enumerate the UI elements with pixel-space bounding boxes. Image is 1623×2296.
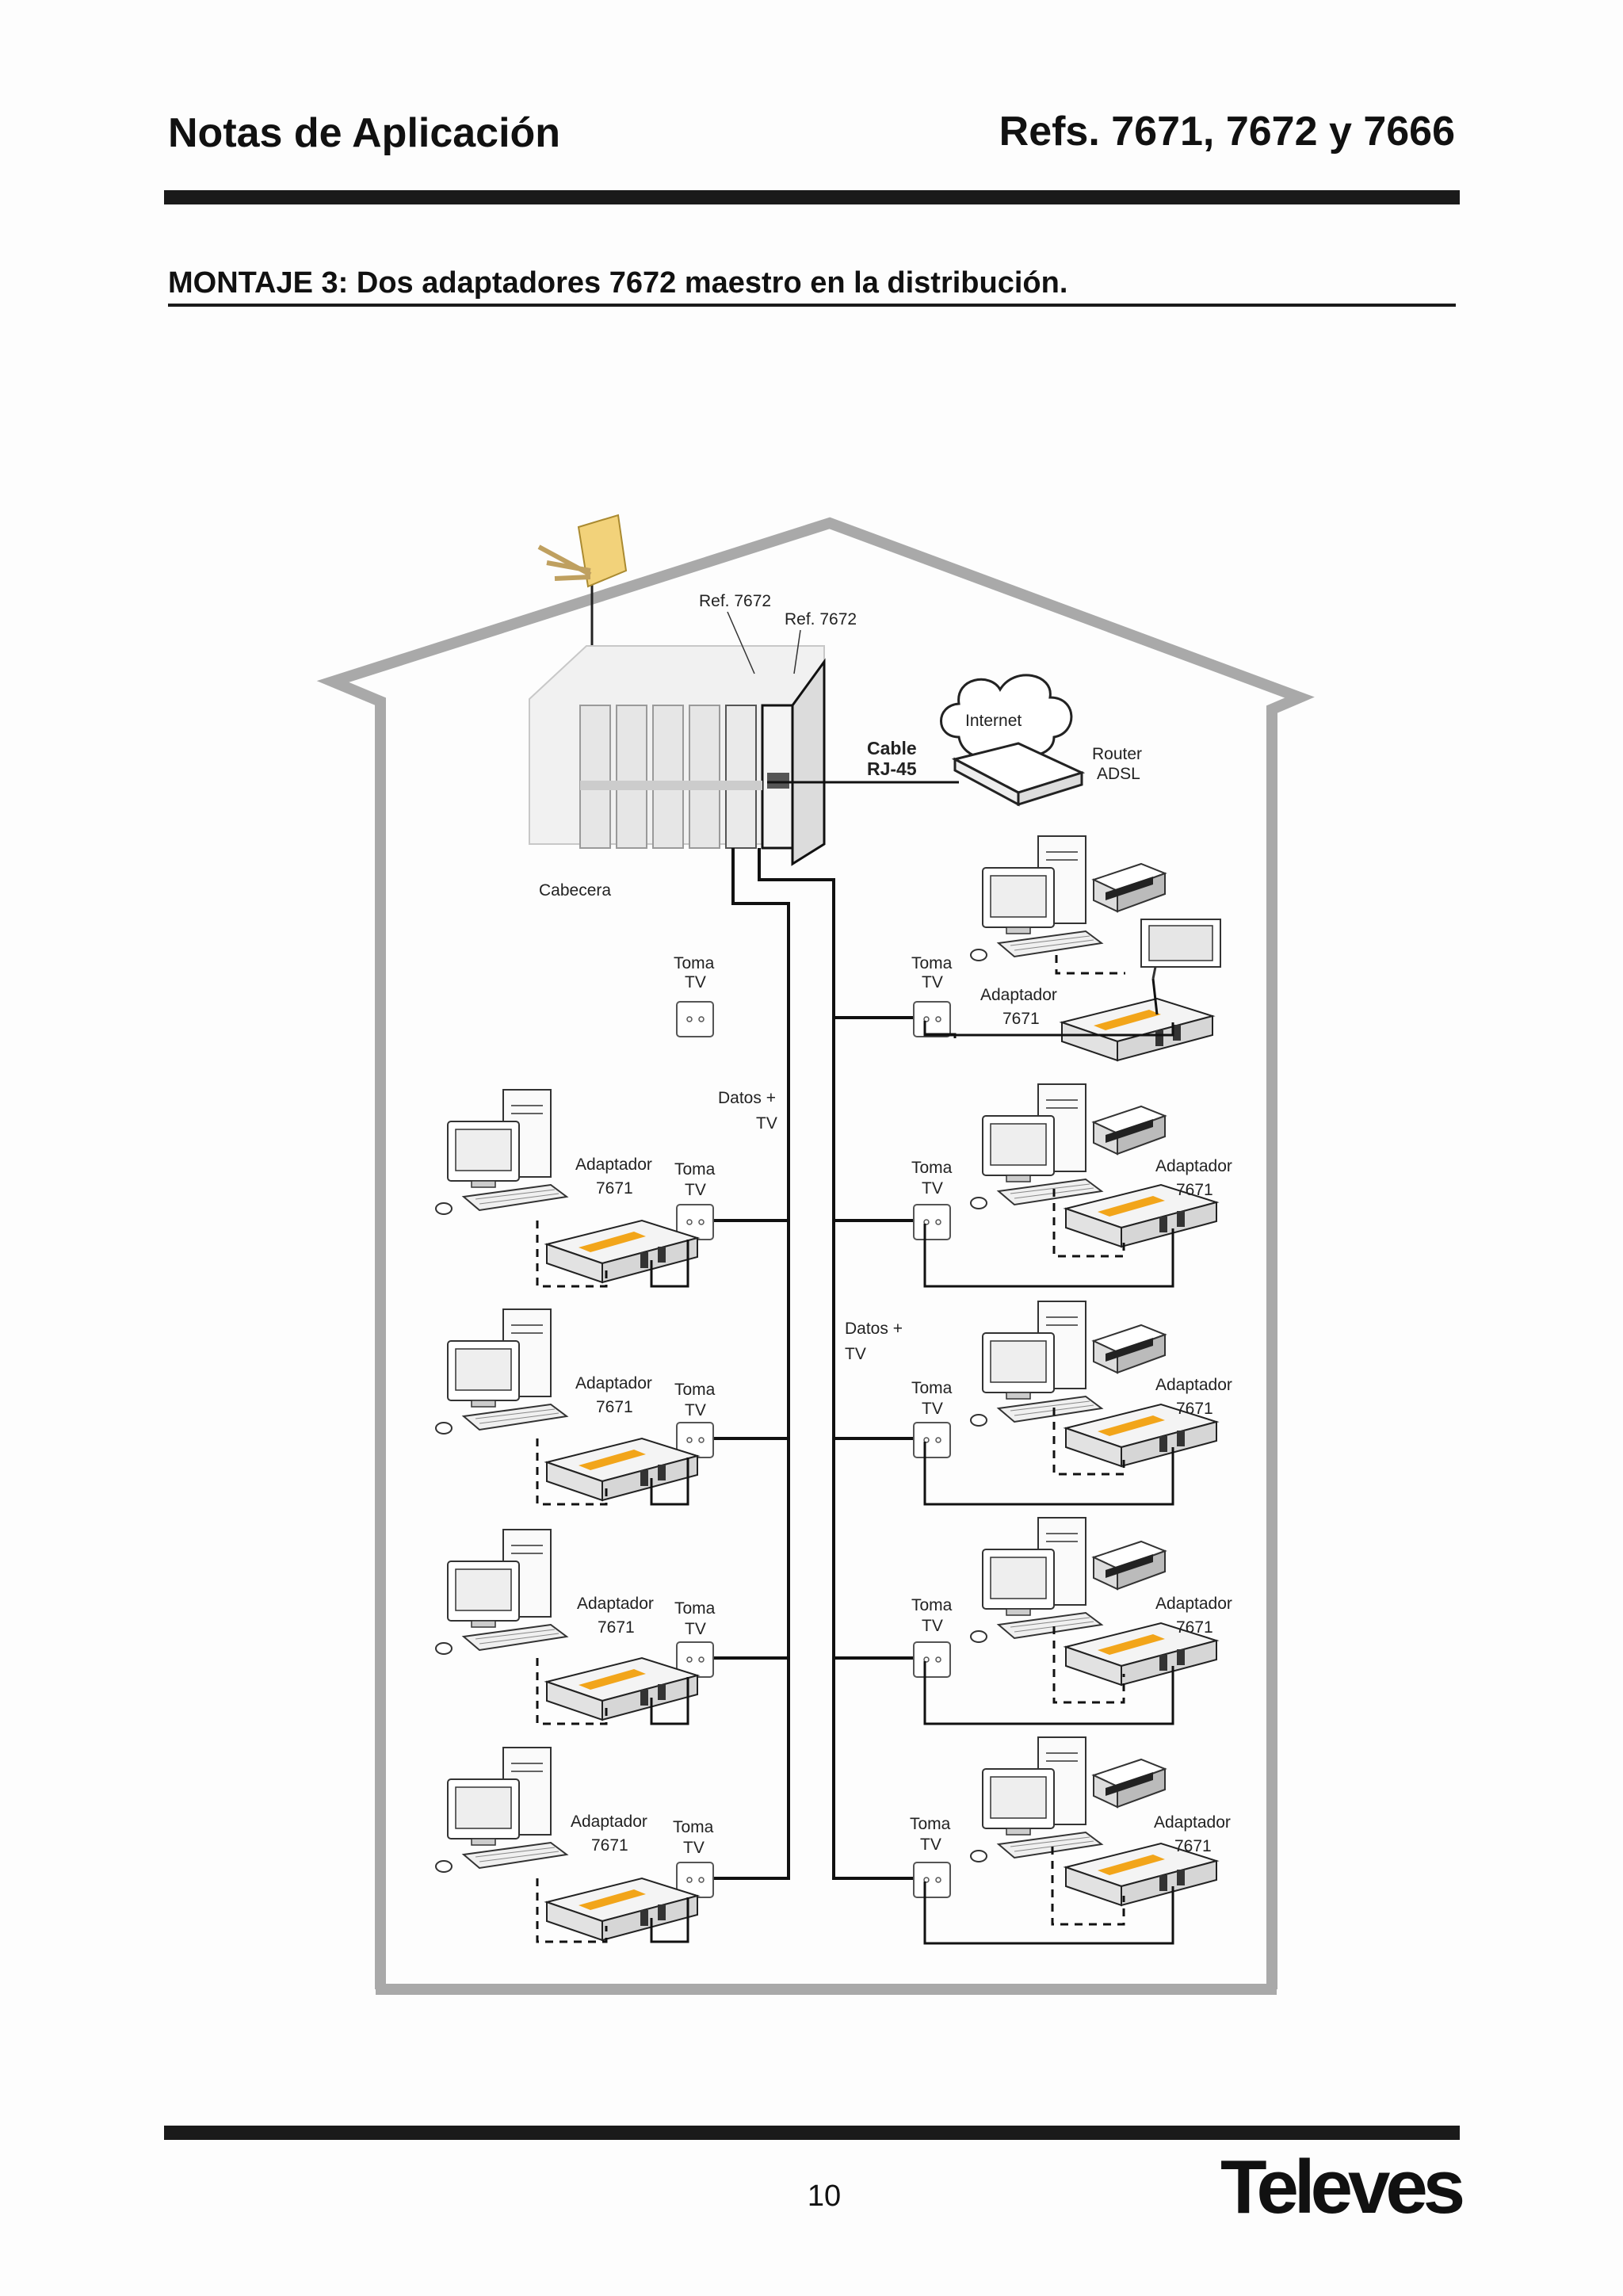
toma-label-2: TV (685, 1181, 706, 1199)
datos-label-2: TV (845, 1345, 866, 1363)
printer-icon (1094, 1759, 1165, 1807)
adapter-label-1: Adaptador (575, 1156, 652, 1174)
user-station-left-4 (436, 1748, 713, 1942)
adapter-label-1: Adaptador (1155, 1595, 1232, 1613)
printer-icon (1094, 1106, 1165, 1154)
cabecera-label: Cabecera (539, 881, 611, 900)
toma-label-1: Toma (674, 1599, 716, 1618)
adapter-label-2: 7671 (598, 1618, 635, 1637)
toma-label-1: Toma (911, 1379, 953, 1397)
datos-label-1: Datos + (845, 1320, 903, 1338)
adapter-label-1: Adaptador (571, 1813, 647, 1831)
adapter-label-2: 7671 (1002, 1010, 1040, 1028)
user-station-right-1 (914, 836, 1220, 1060)
toma-label-1: Toma (911, 1159, 953, 1177)
adapter-label-1: Adaptador (1154, 1813, 1231, 1832)
adapter-label-1: Adaptador (1155, 1157, 1232, 1175)
flat-tv-icon (1141, 919, 1220, 979)
tv-outlet (677, 1002, 713, 1037)
headend-rack (529, 646, 824, 864)
datos-label-2: TV (756, 1114, 777, 1133)
tv-outlet (914, 1642, 950, 1677)
adapter-label-1: Adaptador (577, 1595, 654, 1613)
adapter-label-2: 7671 (596, 1398, 633, 1416)
adapter-label-1: Adaptador (1155, 1376, 1232, 1394)
adapter-7671-icon (1062, 999, 1212, 1060)
toma-label-1: Toma (910, 1815, 951, 1833)
adapter-label-2: 7671 (591, 1836, 628, 1855)
adapter-label-2: 7671 (1176, 1400, 1213, 1418)
toma-label-2: TV (922, 1179, 943, 1198)
tv-outlet (914, 1423, 950, 1457)
printer-icon (1094, 864, 1165, 911)
adapter-7671-icon (547, 1658, 697, 1720)
page-number: 10 (785, 2179, 864, 2214)
adapter-label-1: Adaptador (575, 1374, 652, 1392)
user-station-left-3 (436, 1530, 713, 1724)
adapter-label-2: 7671 (1176, 1181, 1213, 1199)
toma-label-1: Toma (674, 1381, 716, 1399)
toma-label-1: Toma (911, 1596, 953, 1614)
toma-label-1: Toma (673, 1818, 714, 1836)
user-station-left-2 (436, 1309, 713, 1504)
footer-rule (164, 2126, 1460, 2140)
toma-label-2: TV (920, 1836, 941, 1854)
tv-outlet (914, 1205, 950, 1240)
user-station-right-5 (914, 1737, 1216, 1943)
adapter-label-1: Adaptador (980, 986, 1057, 1004)
internet-label: Internet (965, 712, 1022, 730)
tv-outlet (914, 1862, 950, 1897)
adapter-7671-icon (547, 1438, 697, 1500)
televes-logo: Televes (1220, 2144, 1461, 2231)
ref-label-a: Ref. 7672 (699, 592, 771, 610)
adapter-7671-icon (547, 1878, 697, 1940)
user-station-right-2 (914, 1084, 1216, 1286)
adapter-label-2: 7671 (1176, 1618, 1213, 1637)
toma-label-2: TV (685, 1401, 706, 1419)
toma-label-1: Toma (674, 954, 715, 972)
datos-label-1: Datos + (718, 1089, 776, 1107)
toma-label-2: TV (922, 1617, 943, 1635)
toma-label-2: TV (685, 973, 706, 991)
toma-label-2: TV (922, 973, 943, 991)
toma-label-2: TV (683, 1839, 705, 1857)
printer-icon (1094, 1325, 1165, 1373)
router-label-1: Router (1092, 745, 1142, 763)
toma-label-1: Toma (674, 1160, 716, 1179)
toma-label-1: Toma (911, 954, 953, 972)
toma-label-2: TV (685, 1620, 706, 1638)
adapter-label-2: 7671 (1174, 1837, 1212, 1855)
user-station-left-1 (436, 1090, 713, 1286)
tv-outlet (914, 1002, 950, 1037)
cable-label-1: Cable (867, 738, 917, 758)
ref-label-b: Ref. 7672 (785, 610, 857, 628)
printer-icon (1094, 1541, 1165, 1589)
adapter-7671-icon (547, 1221, 697, 1282)
user-station-right-3 (914, 1301, 1216, 1504)
toma-label-2: TV (922, 1400, 943, 1418)
cable-label-2: RJ-45 (867, 758, 917, 779)
adapter-label-2: 7671 (596, 1179, 633, 1198)
user-station-right-4 (914, 1518, 1216, 1724)
router-label-2: ADSL (1097, 765, 1140, 783)
